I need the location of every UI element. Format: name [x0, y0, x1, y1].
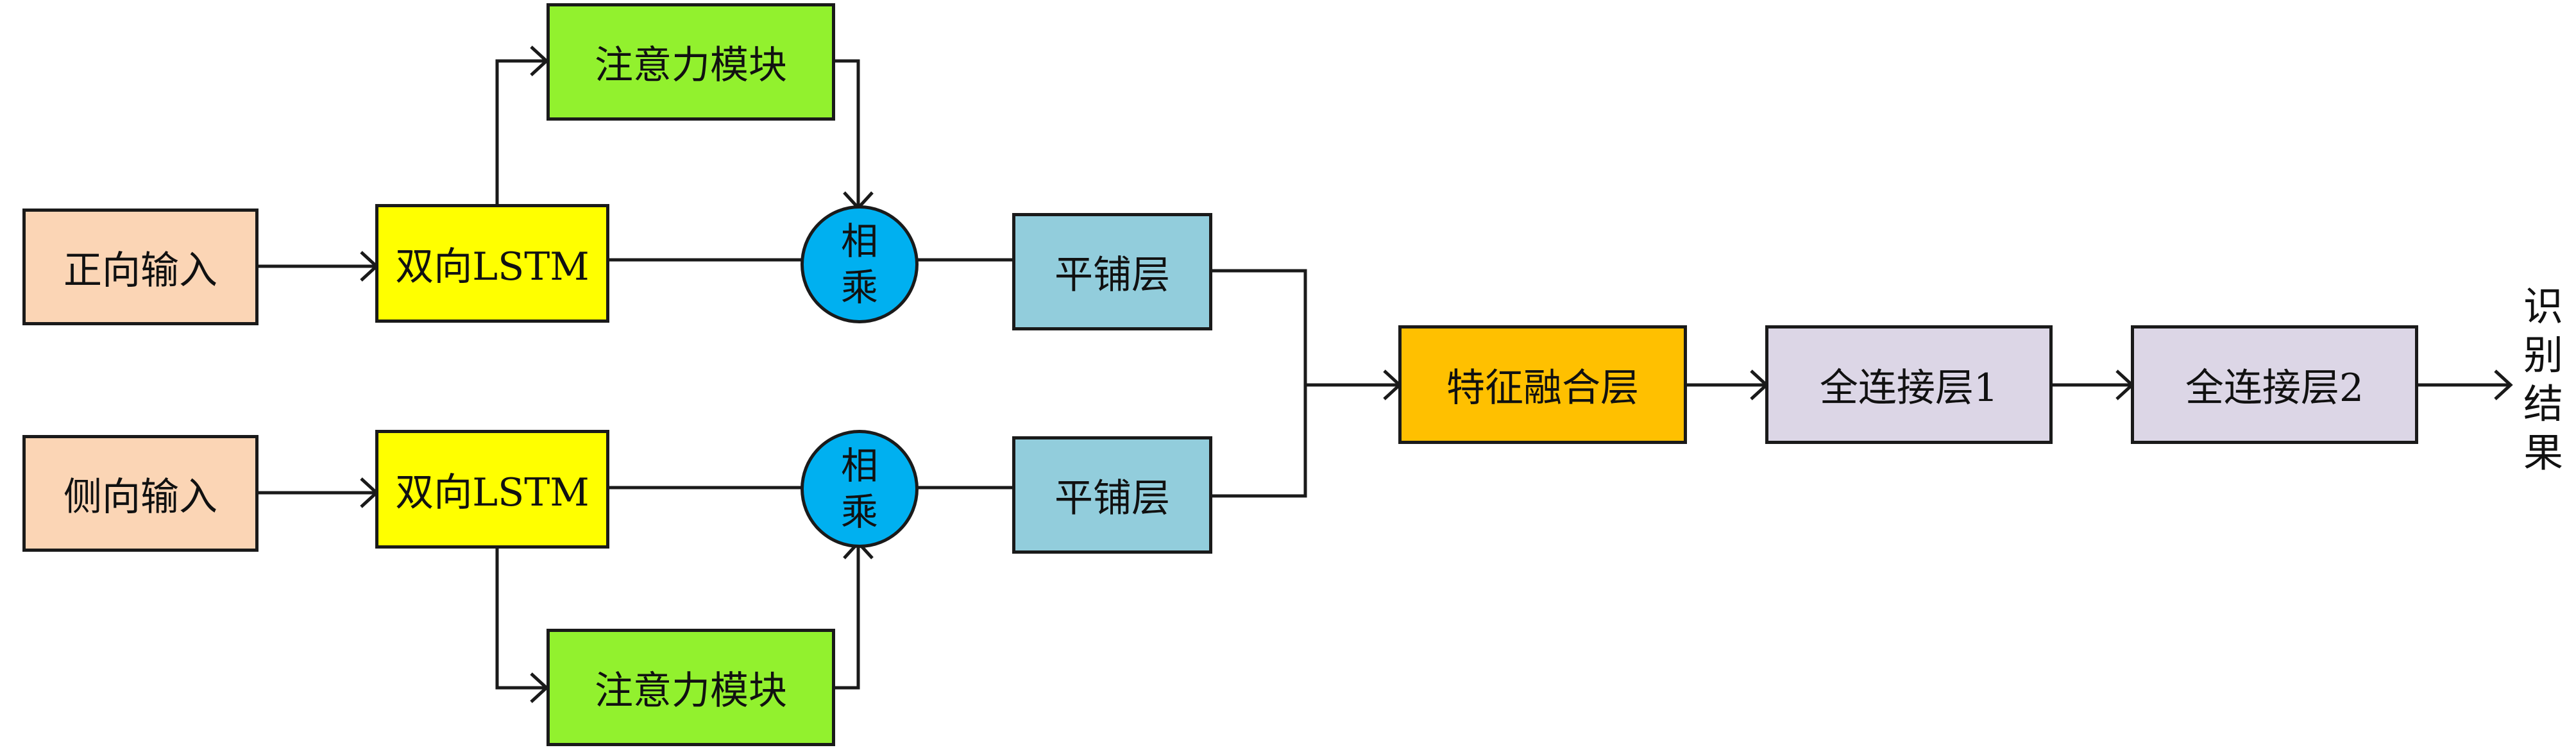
result-char1: 识 [2523, 283, 2563, 330]
attention-top-box: 注意力模块 [547, 3, 835, 121]
multiply-top-char2: 乘 [840, 266, 878, 309]
fc1-box: 全连接层1 [1765, 325, 2053, 444]
multiply-top-node: 相 乘 [801, 205, 919, 323]
bilstm-top-label: 双向LSTM [395, 244, 589, 289]
front-input-box: 正向输入 [22, 209, 258, 325]
arrow-lstm-to-attention-top [495, 59, 545, 205]
multiply-bottom-char2: 乘 [840, 490, 878, 534]
attention-bottom-label: 注意力模块 [595, 669, 787, 713]
arrowhead [2494, 370, 2513, 400]
arrow-attention-to-multiply-top [834, 59, 860, 207]
flatten-bottom-box: 平铺层 [1012, 436, 1212, 554]
arrow-attention-to-multiply-bottom [834, 544, 860, 690]
attention-bottom-box: 注意力模块 [547, 629, 835, 746]
recognition-result-label: 识 别 结 果 [2518, 282, 2569, 477]
result-char3: 结 [2523, 380, 2563, 427]
flatten-top-label: 平铺层 [1055, 253, 1170, 298]
line-flatten-top-to-junction [1212, 269, 1307, 385]
flatten-bottom-label: 平铺层 [1055, 476, 1170, 521]
result-char2: 别 [2523, 332, 2563, 379]
bilstm-top-box: 双向LSTM [375, 204, 609, 323]
side-input-box: 侧向输入 [22, 435, 258, 552]
attention-top-label: 注意力模块 [595, 43, 787, 88]
multiply-bottom-char1: 相 [840, 444, 878, 488]
bilstm-bottom-box: 双向LSTM [375, 430, 609, 549]
multiply-bottom-node: 相 乘 [801, 430, 919, 548]
feature-fusion-label: 特征融合层 [1446, 366, 1639, 411]
multiply-top-char1: 相 [840, 219, 878, 263]
line-flatten-bottom-to-junction [1212, 385, 1307, 498]
fc2-label: 全连接层2 [2185, 366, 2364, 411]
side-input-label: 侧向输入 [64, 474, 217, 520]
arrow-lstm-to-attention-bottom [495, 549, 545, 690]
result-char4: 果 [2523, 429, 2563, 476]
fc1-label: 全连接层1 [1819, 366, 1999, 411]
front-input-label: 正向输入 [64, 248, 217, 293]
bilstm-bottom-label: 双向LSTM [395, 470, 589, 515]
fc2-box: 全连接层2 [2131, 325, 2418, 444]
feature-fusion-box: 特征融合层 [1398, 325, 1687, 444]
flatten-top-box: 平铺层 [1012, 213, 1212, 330]
